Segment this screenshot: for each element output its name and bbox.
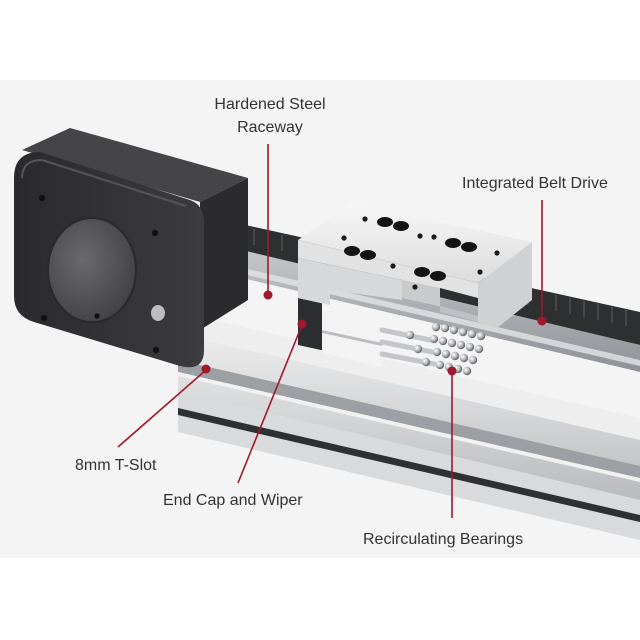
leader-endcap <box>237 324 303 484</box>
end-cap-wiper <box>298 298 382 368</box>
motor-housing <box>14 128 248 368</box>
mounting-screws <box>341 216 500 290</box>
mounting-holes <box>344 217 477 281</box>
leader-tslot <box>117 369 207 448</box>
carriage <box>298 203 532 328</box>
screw-icon <box>152 346 160 354</box>
indicator-button <box>151 305 165 321</box>
screw-icon <box>94 313 100 319</box>
screw-icon <box>38 194 46 202</box>
label-hardened-steel-raceway: Hardened Steel Raceway <box>195 93 345 139</box>
label-integrated-belt-drive: Integrated Belt Drive <box>462 175 608 192</box>
label-raceway-line1: Hardened Steel <box>214 96 326 113</box>
screw-icon <box>40 314 48 322</box>
label-raceway-line2: Raceway <box>237 119 303 136</box>
motor-disc <box>48 218 136 322</box>
callout-dots <box>201 290 547 376</box>
label-recirculating-bearings: Recirculating Bearings <box>363 531 524 548</box>
screw-icon <box>151 229 159 237</box>
label-end-cap-and-wiper: End Cap and Wiper <box>163 492 303 509</box>
bearing-balls <box>405 322 486 376</box>
label-8mm-t-slot: 8mm T-Slot <box>75 457 157 474</box>
callout-leaders <box>117 144 543 518</box>
recirculating-bearings <box>379 322 486 376</box>
